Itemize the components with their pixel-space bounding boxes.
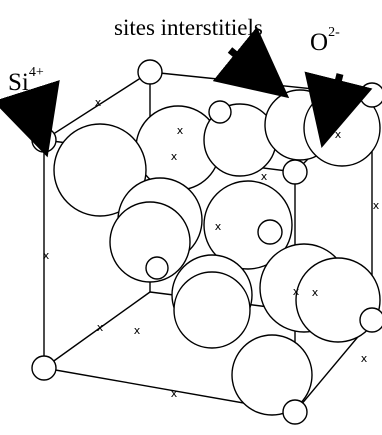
oxygen-spheres: [54, 90, 380, 415]
interstitial-x: x: [312, 286, 319, 299]
interstitial-x: x: [95, 96, 102, 109]
oxygen-ion-label: O2-: [310, 30, 340, 55]
interstitial-x: x: [171, 387, 178, 400]
silicon-sphere: [283, 160, 307, 184]
silicon-charge: 4+: [29, 65, 44, 80]
interstitial-x: x: [177, 124, 184, 137]
interstitial-x: x: [261, 78, 268, 91]
interstitial-sites-label: sites interstitiels: [114, 16, 263, 39]
interstitial-x: x: [373, 199, 380, 212]
arrow-sites: [230, 50, 262, 76]
silicon-sphere: [360, 308, 382, 332]
interstitial-x: x: [293, 285, 300, 298]
silicon-sphere: [32, 128, 56, 152]
interstitial-x: x: [97, 321, 104, 334]
silicon-symbol: Si: [8, 69, 29, 96]
silicon-sphere: [360, 83, 382, 107]
interstitial-x: x: [215, 220, 222, 233]
arrow-si: [30, 102, 37, 124]
oxygen-charge: 2-: [328, 25, 340, 40]
silicon-sphere: [146, 257, 168, 279]
silicon-ion-label: Si4+: [8, 70, 44, 95]
interstitial-x: x: [43, 249, 50, 262]
silicon-sphere: [283, 400, 307, 424]
interstitial-x: x: [171, 150, 178, 163]
interstitial-x: x: [361, 352, 368, 365]
silicon-sphere: [138, 60, 162, 84]
silicon-sphere: [258, 220, 282, 244]
oxygen-sphere: [174, 272, 250, 348]
interstitial-x: x: [335, 128, 342, 141]
oxygen-symbol: O: [310, 29, 328, 56]
interstitial-x: x: [261, 170, 268, 183]
interstitial-x: x: [134, 324, 141, 337]
silicon-sphere: [32, 356, 56, 380]
silicon-sphere: [209, 101, 231, 123]
